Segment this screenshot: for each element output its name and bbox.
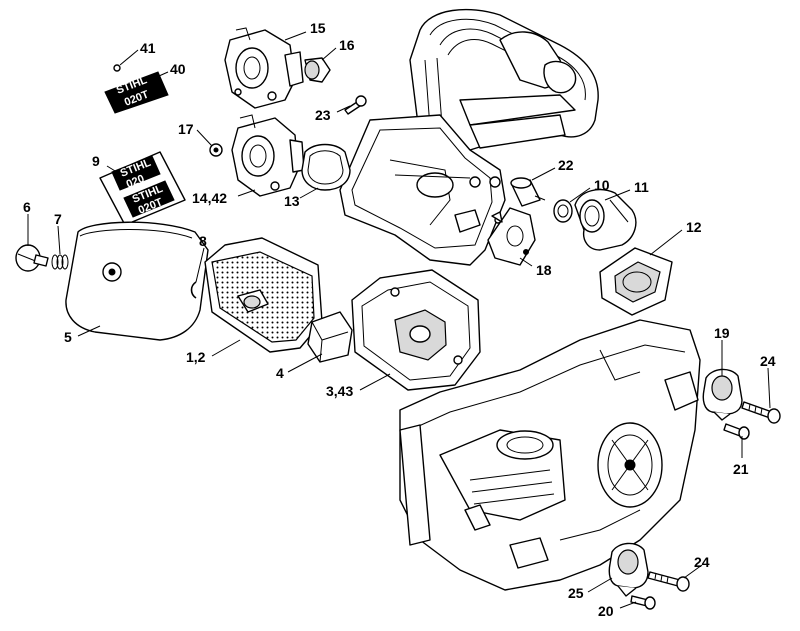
part-3-43-filter-base — [351, 269, 481, 391]
callout-1-2: 1,2 — [186, 349, 206, 365]
callout-12: 12 — [686, 219, 702, 235]
callout-15: 15 — [310, 20, 326, 36]
part-18-flange — [487, 207, 536, 266]
callout-13: 13 — [284, 193, 300, 209]
part-4-prefilter — [307, 311, 353, 363]
callout-23: 23 — [315, 107, 331, 123]
part-20-screw-lower — [630, 595, 656, 610]
callout-41: 41 — [140, 40, 156, 56]
part-41-pin — [113, 64, 121, 72]
callout-40: 40 — [170, 61, 186, 77]
callout-18: 18 — [536, 262, 552, 278]
callout-16: 16 — [339, 37, 355, 53]
callout-24-upper: 24 — [760, 353, 776, 369]
part-13-gasket — [301, 143, 351, 191]
part-10-ring — [553, 199, 573, 223]
callout-11: 11 — [634, 179, 649, 195]
part-40-decal: STIHL 020T — [104, 71, 169, 114]
part-11-intake-elbow — [574, 189, 637, 251]
part-17-nut — [209, 143, 223, 157]
part-25-mount — [608, 542, 649, 597]
callout-19: 19 — [714, 325, 730, 341]
part-16-fitting — [304, 57, 331, 83]
part-15-carburetor — [224, 27, 304, 109]
part-6-knob — [15, 244, 49, 272]
callout-14-42: 14,42 — [192, 190, 227, 206]
part-5-filter-cover — [65, 221, 209, 341]
callout-3-43: 3,43 — [326, 383, 353, 399]
part-1-2-air-filter — [204, 237, 323, 353]
part-19-mount — [702, 368, 743, 421]
callout-21: 21 — [733, 461, 749, 477]
part-14-42-carburetor — [231, 114, 305, 197]
callout-9: 9 — [92, 153, 100, 169]
part-9-decal-set: STIHL 020 STIHL 020T — [99, 151, 186, 226]
callout-4: 4 — [276, 365, 284, 381]
callout-17: 17 — [178, 121, 194, 137]
part-21-screw-upper — [723, 423, 750, 440]
part-22-spacer — [510, 177, 546, 207]
leader-lines — [27, 31, 771, 609]
part-23-screw — [344, 95, 367, 115]
callout-22: 22 — [558, 157, 574, 173]
callout-labels: 41 40 15 16 23 17 14,42 13 9 22 10 11 12… — [23, 20, 776, 619]
handle-frame — [409, 8, 599, 161]
callout-7: 7 — [54, 211, 62, 227]
callout-8: 8 — [199, 233, 207, 249]
part-8-clip — [190, 281, 197, 299]
callout-6: 6 — [23, 199, 31, 215]
callout-5: 5 — [64, 329, 72, 345]
callout-20: 20 — [598, 603, 614, 619]
part-7-spring — [51, 254, 69, 270]
part-12-bellows — [599, 247, 673, 316]
callout-25: 25 — [568, 585, 584, 601]
carburetor-box — [339, 114, 506, 266]
callout-10: 10 — [594, 177, 610, 193]
part-24-screw-lower — [647, 571, 690, 592]
engine-block — [399, 319, 701, 591]
callout-24-lower: 24 — [694, 554, 710, 570]
part-24-screw-upper — [741, 401, 781, 424]
